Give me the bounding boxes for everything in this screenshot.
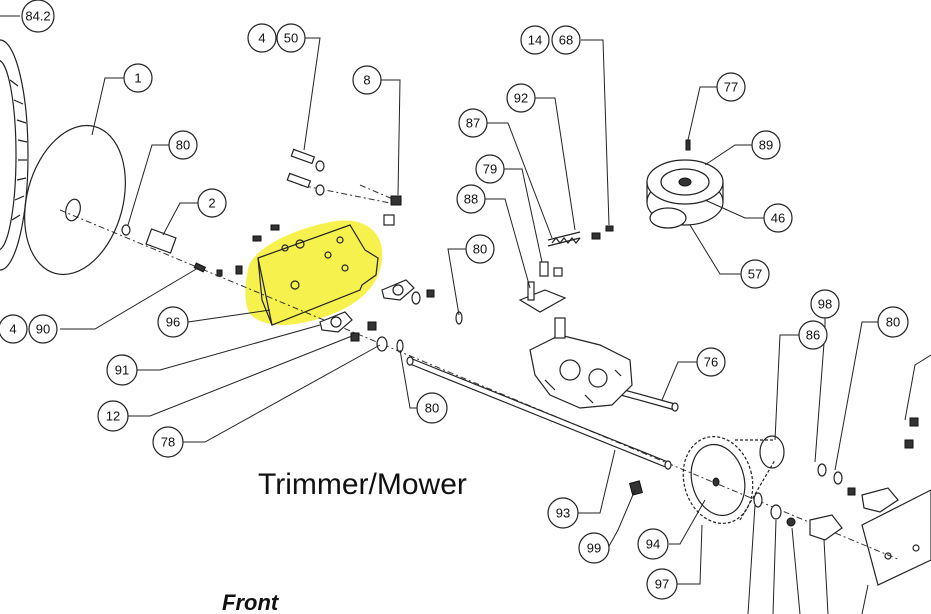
callout-68: 68 xyxy=(551,25,581,55)
svg-text:50: 50 xyxy=(284,31,298,46)
svg-text:46: 46 xyxy=(771,211,785,226)
svg-text:4: 4 xyxy=(9,322,16,337)
small-bolts xyxy=(193,224,280,277)
svg-text:86: 86 xyxy=(806,328,820,343)
callout-78: 78 xyxy=(152,426,184,458)
callout-92: 92 xyxy=(506,83,536,113)
callout-88: 88 xyxy=(456,184,486,214)
svg-text:97: 97 xyxy=(655,577,669,592)
callout-2: 2 xyxy=(197,188,227,218)
nut-8 xyxy=(390,195,402,206)
svg-text:80: 80 xyxy=(886,315,900,330)
callout-80-c: 80 xyxy=(416,392,448,424)
callout-1: 1 xyxy=(123,63,153,93)
svg-text:76: 76 xyxy=(704,355,718,370)
svg-text:84.2: 84.2 xyxy=(25,9,50,24)
callout-80-b: 80 xyxy=(465,234,495,264)
callout-93: 93 xyxy=(547,497,579,529)
callout-80-a: 80 xyxy=(168,130,198,160)
svg-text:91: 91 xyxy=(115,363,129,378)
callout-4-b: 4 xyxy=(247,23,277,53)
svg-text:89: 89 xyxy=(759,138,773,153)
nut-8b xyxy=(383,214,395,226)
svg-text:79: 79 xyxy=(483,162,497,177)
frame-panel xyxy=(861,489,931,586)
front-label: Front xyxy=(222,590,279,614)
wheel-cover-disc xyxy=(24,124,126,276)
right-hardware xyxy=(629,417,919,541)
callout-99: 99 xyxy=(578,532,610,564)
sprocket-94 xyxy=(682,435,785,525)
callout-98: 98 xyxy=(810,289,840,319)
svg-text:2: 2 xyxy=(208,196,215,211)
svg-text:57: 57 xyxy=(748,267,762,282)
callout-86: 86 xyxy=(798,320,828,350)
highlight-bracket-96 xyxy=(245,220,383,325)
svg-text:4: 4 xyxy=(258,31,265,46)
svg-text:80: 80 xyxy=(425,401,439,416)
callout-80-d: 80 xyxy=(877,306,909,338)
svg-text:92: 92 xyxy=(514,91,528,106)
callout-57: 57 xyxy=(740,259,770,289)
callout-76: 76 xyxy=(696,347,726,377)
callout-8: 8 xyxy=(352,65,382,95)
svg-text:94: 94 xyxy=(646,537,660,552)
callout-46: 46 xyxy=(763,203,793,233)
bolts-50 xyxy=(286,148,325,196)
svg-text:88: 88 xyxy=(464,192,478,207)
callout-50: 50 xyxy=(276,23,306,53)
svg-text:99: 99 xyxy=(587,541,601,556)
svg-text:8: 8 xyxy=(363,73,370,88)
svg-text:68: 68 xyxy=(559,33,573,48)
spring-lever-parts xyxy=(518,225,614,313)
callout-4-a: 4 xyxy=(0,314,28,344)
callout-14: 14 xyxy=(520,25,550,55)
callout-12: 12 xyxy=(97,400,129,432)
svg-text:14: 14 xyxy=(528,33,542,48)
callout-90: 90 xyxy=(28,314,58,344)
gearbox-86 xyxy=(529,317,633,409)
callout-96: 96 xyxy=(157,306,189,338)
svg-text:90: 90 xyxy=(36,322,50,337)
svg-text:77: 77 xyxy=(724,80,738,95)
callout-89: 89 xyxy=(751,130,781,160)
aux-axis-line xyxy=(359,184,396,201)
svg-text:96: 96 xyxy=(166,315,180,330)
svg-text:12: 12 xyxy=(106,409,120,424)
svg-text:98: 98 xyxy=(818,297,832,312)
bracket-plate-96 xyxy=(257,224,379,326)
svg-text:80: 80 xyxy=(176,138,190,153)
callout-87: 87 xyxy=(458,108,488,138)
pulley-89 xyxy=(646,139,724,229)
svg-text:80: 80 xyxy=(473,242,487,257)
callout-79: 79 xyxy=(475,154,505,184)
svg-text:1: 1 xyxy=(134,71,141,86)
svg-text:87: 87 xyxy=(466,116,480,131)
callout-77: 77 xyxy=(716,72,746,102)
callout-91: 91 xyxy=(106,354,138,386)
callout-84-2: 84.2 xyxy=(21,0,55,33)
svg-text:93: 93 xyxy=(556,506,570,521)
washers-nuts xyxy=(350,289,463,353)
wheel-part xyxy=(0,39,29,271)
drive-shaft-93 xyxy=(406,356,672,470)
bearing-flanges xyxy=(319,279,415,333)
svg-text:78: 78 xyxy=(161,435,175,450)
callout-97: 97 xyxy=(646,568,678,600)
bolt-axis-line xyxy=(299,184,401,206)
diagram-label: Trimmer/Mower xyxy=(258,468,467,501)
callout-94: 94 xyxy=(637,528,669,560)
